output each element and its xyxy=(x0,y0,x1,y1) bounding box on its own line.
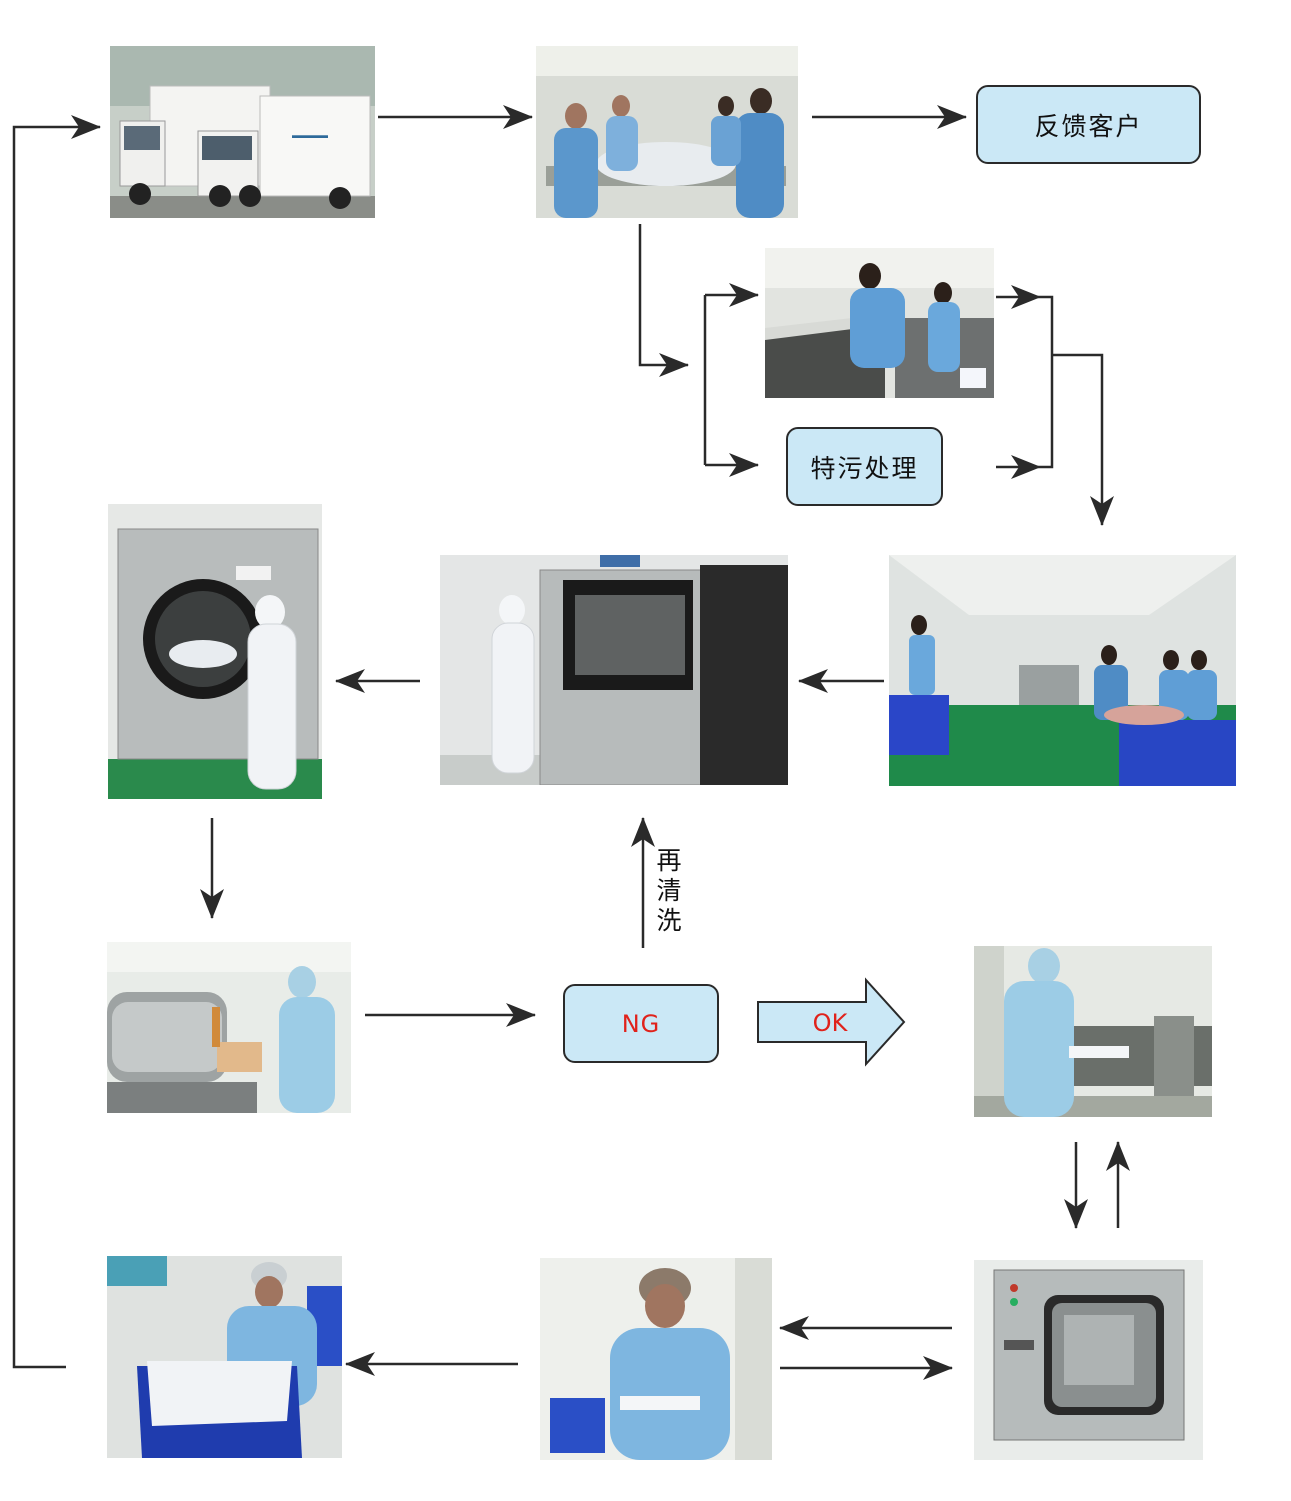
special-stain-box: 特污处理 xyxy=(786,427,943,506)
rewash-char-3: 洗 xyxy=(656,906,682,935)
dryer-machine-photo xyxy=(108,504,322,799)
feedback-customer-label: 反馈客户 xyxy=(1034,111,1143,141)
ng-box: NG xyxy=(563,984,719,1063)
merge-line xyxy=(1040,295,1054,469)
sorting-workers-photo xyxy=(536,46,798,218)
arrow-loop-back xyxy=(12,115,101,1369)
iron-icon xyxy=(107,942,351,1113)
inspection-desk-photo xyxy=(765,248,994,398)
delivery-crate-photo xyxy=(107,1256,342,1458)
crate-icon xyxy=(107,1256,342,1458)
room-icon xyxy=(889,555,1236,786)
sorting-room-photo xyxy=(889,555,1236,786)
ok-arrow-shape xyxy=(757,977,906,1067)
ironing-station-photo xyxy=(107,942,351,1113)
washer-icon xyxy=(440,555,788,785)
ok-label: OK xyxy=(812,1009,848,1037)
dryer-icon xyxy=(108,504,322,799)
folding-station-photo xyxy=(974,946,1212,1117)
arrow-sorting-down xyxy=(638,224,689,377)
svg-text:▬▬▬▬: ▬▬▬▬ xyxy=(292,130,328,140)
special-stain-label: 特污处理 xyxy=(810,453,919,483)
packing-worker-photo xyxy=(540,1258,772,1460)
passbox-icon xyxy=(974,1260,1203,1460)
rewash-char-2: 清 xyxy=(656,876,682,905)
workers-icon xyxy=(536,46,798,218)
pass-box-photo xyxy=(974,1260,1203,1460)
folding-icon xyxy=(974,946,1212,1117)
desk-icon xyxy=(765,248,994,398)
truck-icon: ▬▬▬▬ xyxy=(110,46,375,218)
rewash-char-1: 再 xyxy=(656,846,682,875)
ng-label: NG xyxy=(621,1009,661,1038)
packing-icon xyxy=(540,1258,772,1460)
delivery-trucks-photo: ▬▬▬▬ xyxy=(110,46,375,218)
feedback-customer-box: 反馈客户 xyxy=(976,85,1201,164)
washer-machine-photo xyxy=(440,555,788,785)
rewash-label: 再 清 洗 xyxy=(652,846,686,936)
arrow-merge-down xyxy=(1052,353,1114,526)
